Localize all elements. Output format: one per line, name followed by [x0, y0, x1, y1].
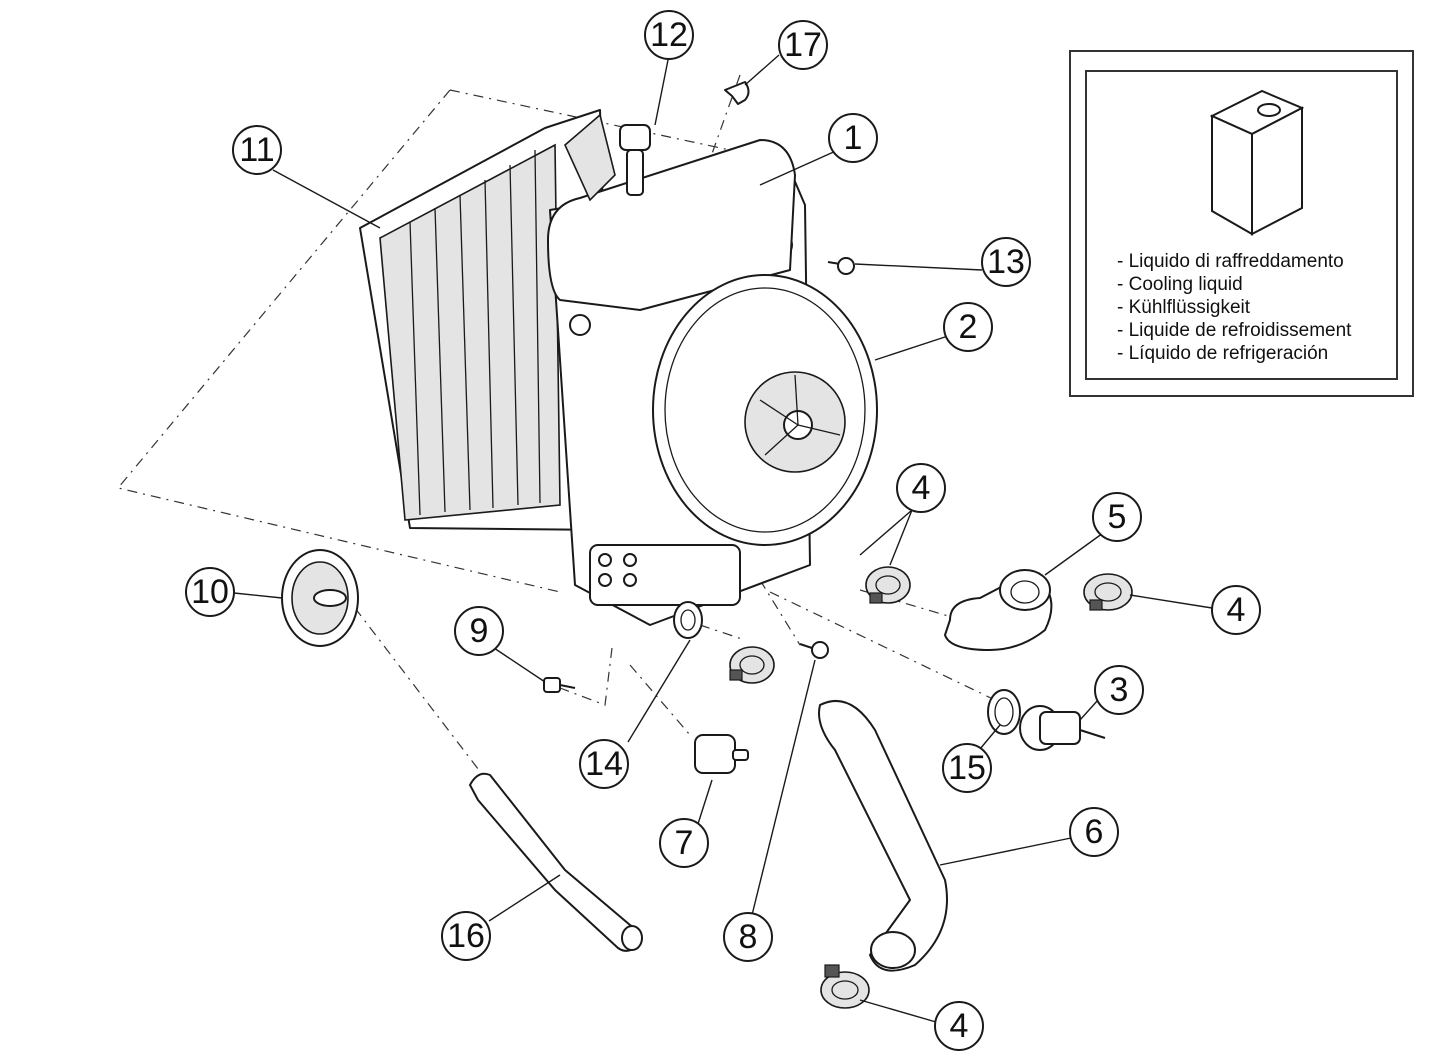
callout: 4 [1211, 585, 1261, 635]
callout-number: 14 [585, 745, 623, 783]
callout: 14 [579, 739, 629, 789]
callout-number: 15 [948, 749, 986, 787]
callout: 8 [723, 912, 773, 962]
callout: 1 [828, 113, 878, 163]
hose-clamp [820, 964, 870, 1009]
hose-5 [944, 569, 1053, 651]
legend-item: - Kühlflüssigkeit [1117, 297, 1251, 318]
rubber-mount [694, 734, 749, 774]
hose-clamp [729, 646, 775, 684]
callout: 3 [1094, 665, 1144, 715]
legend-item: - Cooling liquid [1117, 274, 1243, 295]
callout-number: 8 [739, 918, 758, 956]
legend-item: - Liquide de refroidissement [1117, 320, 1352, 341]
callout: 13 [981, 237, 1031, 287]
cooling-fan [652, 274, 878, 546]
hose-6 [818, 700, 948, 972]
radiator-cap [281, 549, 359, 647]
screw-13 [827, 257, 855, 275]
callout-number: 6 [1085, 813, 1104, 851]
callout: 4 [896, 463, 946, 513]
callout: 17 [778, 20, 828, 70]
callout-number: 4 [1227, 591, 1246, 629]
callout: 9 [454, 606, 504, 656]
callout-number: 1 [844, 119, 863, 157]
callout-number: 7 [675, 824, 694, 862]
fitting-14 [673, 601, 703, 639]
callout: 7 [659, 818, 709, 868]
legend-inner-frame: - Liquido di raffreddamento - Cooling li… [1085, 70, 1398, 380]
callout: 10 [185, 567, 235, 617]
callout-number: 3 [1110, 671, 1129, 709]
callout: 16 [441, 911, 491, 961]
expansion-tank [547, 113, 796, 311]
callout-number: 17 [784, 26, 822, 64]
callout: 11 [232, 125, 282, 175]
temperature-sensor [1019, 705, 1106, 751]
callout-number: 4 [912, 469, 931, 507]
callout-number: 4 [950, 1007, 969, 1045]
hose-16 [469, 772, 643, 952]
legend-list: - Liquido di raffreddamento - Cooling li… [1117, 250, 1351, 365]
callout: 5 [1092, 492, 1142, 542]
leader-lines [233, 54, 1213, 1023]
callout: 6 [1069, 807, 1119, 857]
legend-box: - Liquido di raffreddamento - Cooling li… [1069, 50, 1414, 397]
callout-number: 13 [987, 243, 1025, 281]
hose-clamp [865, 566, 911, 604]
hose-clamp [1083, 573, 1133, 611]
callout-number: 16 [447, 917, 485, 955]
screw-8 [799, 641, 829, 659]
callout-number: 2 [959, 308, 978, 346]
bolt-9 [543, 677, 576, 693]
callout-number: 12 [650, 16, 688, 54]
gasket [987, 689, 1021, 735]
callout-number: 10 [191, 573, 229, 611]
radiator-shroud [359, 109, 613, 531]
cooling-liquid-container-icon [1209, 89, 1305, 236]
legend-item: - Líquido de refrigeración [1117, 343, 1329, 364]
legend-item: - Liquido di raffreddamento [1117, 251, 1344, 272]
callout-number: 11 [239, 131, 274, 169]
callout: 4 [934, 1001, 984, 1051]
callout: 15 [942, 743, 992, 793]
callout-number: 5 [1108, 498, 1127, 536]
callout: 2 [943, 302, 993, 352]
cable-clip [724, 81, 750, 105]
callout-number: 9 [470, 612, 489, 650]
callout: 12 [644, 10, 694, 60]
